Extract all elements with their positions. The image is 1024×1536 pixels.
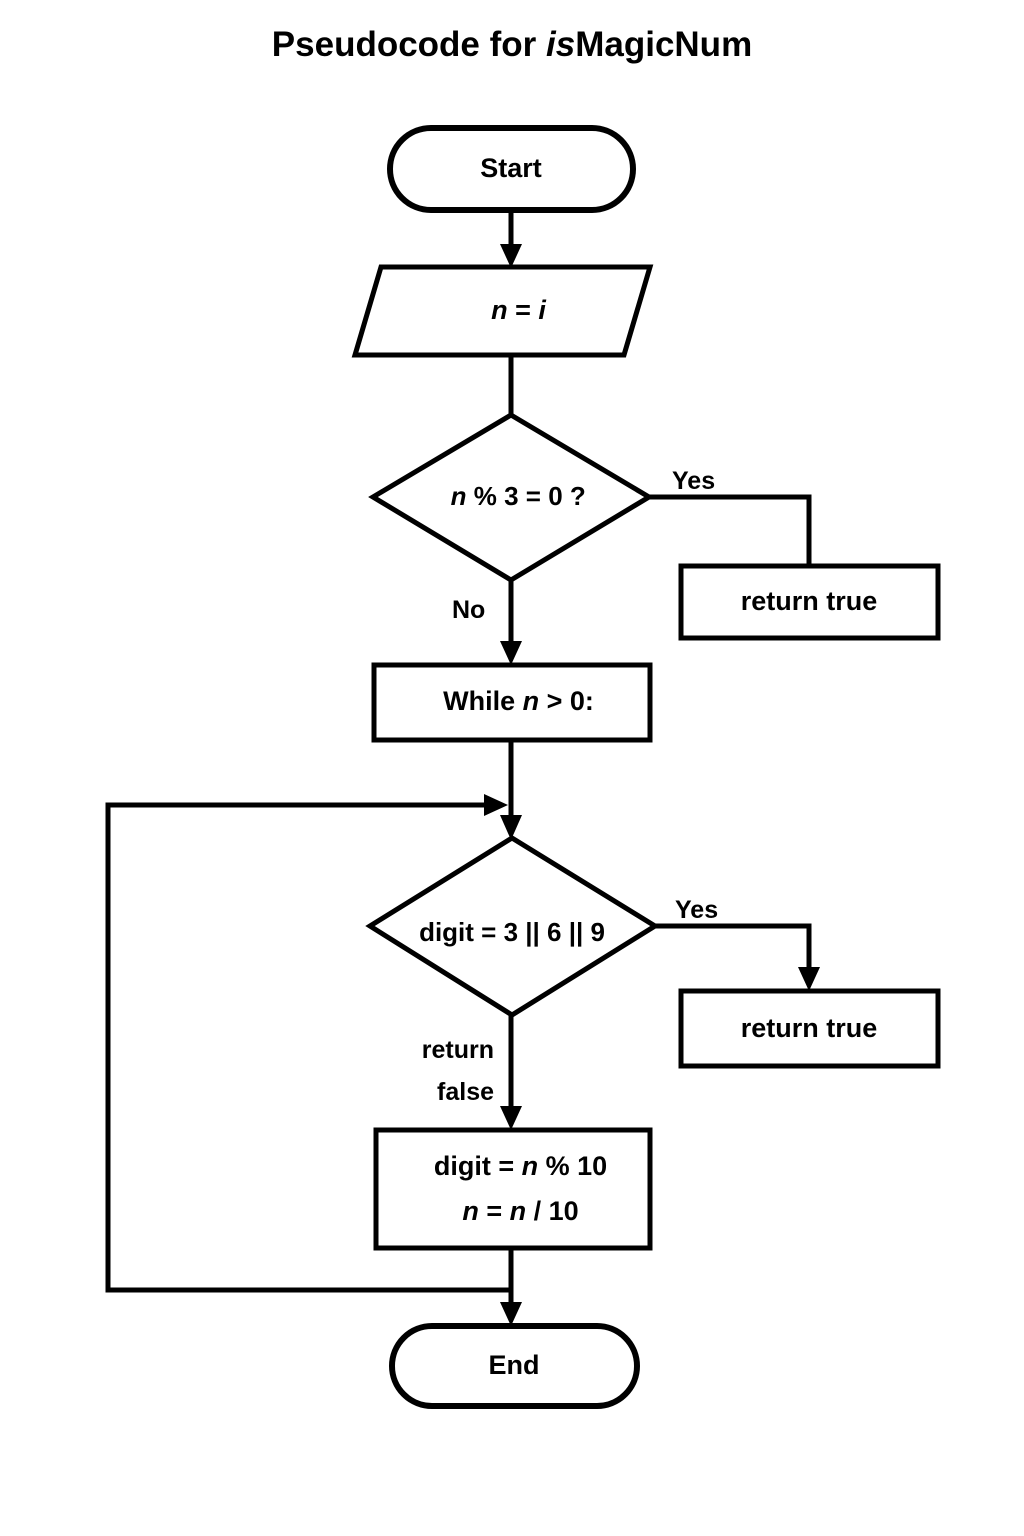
start-label: Start	[480, 153, 542, 183]
arrowhead-icon	[798, 967, 820, 991]
process-line2-mid: =	[479, 1196, 510, 1226]
end-shape	[389, 1323, 640, 1409]
edge-label-digit-no-line1: return	[422, 1036, 494, 1064]
arrowhead-icon	[500, 641, 522, 665]
return-true-2-label: return true	[741, 1013, 878, 1043]
edge-mod3-yes-to-return-true-1	[649, 494, 812, 566]
return-true-2-shape	[678, 988, 941, 1069]
edge-label-digit-no-line2: false	[437, 1078, 494, 1106]
process-line2-n2: n	[510, 1196, 527, 1226]
return-true-1-shape	[678, 563, 941, 641]
edge-while-to-decision-digit	[500, 740, 522, 840]
input-label-n: n	[491, 295, 508, 325]
arrowhead-icon	[500, 1106, 522, 1130]
while-loop-shape	[371, 662, 653, 743]
decision-mod3-label: n % 3 = 0 ?	[386, 481, 637, 511]
node-process-digit[interactable]: digit = n % 10 n = n / 10	[366, 1127, 659, 1251]
end-label: End	[489, 1350, 540, 1380]
node-start[interactable]: Start	[387, 125, 636, 213]
decision-mod3-shape	[368, 412, 654, 583]
edge-start-to-input	[500, 210, 522, 268]
decision-mod3-label-rest: % 3 = 0 ?	[467, 481, 586, 511]
while-label-prefix: While	[443, 686, 523, 716]
title-suffix: MagicNum	[575, 25, 752, 64]
process-line2-suffix: / 10	[526, 1196, 579, 1226]
edge-digit-yes-to-return-true-2	[655, 923, 820, 991]
edge-label-digit-no: return false	[422, 1036, 494, 1106]
edge-process-to-end	[500, 1248, 522, 1326]
node-input-n-equals-i[interactable]: n = i	[351, 264, 654, 358]
input-label: n = i	[424, 295, 599, 325]
input-label-eq: =	[508, 295, 539, 325]
process-digit-line1: digit = n % 10	[366, 1151, 659, 1181]
process-line1-suffix: % 10	[538, 1151, 607, 1181]
input-label-i: i	[538, 295, 546, 325]
return-true-1-label: return true	[741, 586, 878, 616]
input-shape	[351, 264, 654, 358]
node-return-true-2[interactable]: return true	[678, 988, 941, 1069]
process-line1-n: n	[522, 1151, 539, 1181]
process-line1-prefix: digit =	[434, 1151, 522, 1181]
node-decision-digit[interactable]: digit = 3 || 6 || 9	[365, 835, 660, 1018]
process-digit-line2: n = n / 10	[395, 1196, 631, 1226]
while-loop-label: While n > 0:	[376, 686, 647, 716]
arrowhead-icon	[500, 1302, 522, 1326]
edge-label-mod3-yes: Yes	[672, 467, 715, 495]
title-italic-part: is	[546, 25, 575, 64]
edge-label-mod3-no: No	[452, 596, 485, 624]
while-label-n: n	[523, 686, 540, 716]
node-decision-mod3[interactable]: n % 3 = 0 ?	[368, 412, 654, 583]
title-prefix: Pseudocode for	[272, 25, 546, 64]
decision-mod3-label-n: n	[451, 481, 467, 511]
process-line2-n1: n	[462, 1196, 479, 1226]
process-digit-shape	[373, 1127, 653, 1251]
node-end[interactable]: End	[389, 1323, 640, 1409]
node-return-true-1[interactable]: return true	[678, 563, 941, 641]
edge-mod3-no-to-while	[500, 580, 522, 665]
arrowhead-icon	[500, 244, 522, 268]
arrowhead-icon	[500, 815, 522, 840]
decision-digit-label: digit = 3 || 6 || 9	[419, 917, 605, 947]
node-while-loop[interactable]: While n > 0:	[371, 662, 653, 743]
decision-digit-shape	[365, 835, 660, 1018]
edge-label-digit-yes: Yes	[675, 896, 718, 924]
arrowhead-icon	[484, 794, 508, 816]
start-shape	[387, 125, 636, 213]
while-label-suffix: > 0:	[539, 686, 594, 716]
diagram-title: Pseudocode for isMagicNum	[272, 25, 752, 64]
edge-digit-no-to-process	[500, 1015, 522, 1130]
